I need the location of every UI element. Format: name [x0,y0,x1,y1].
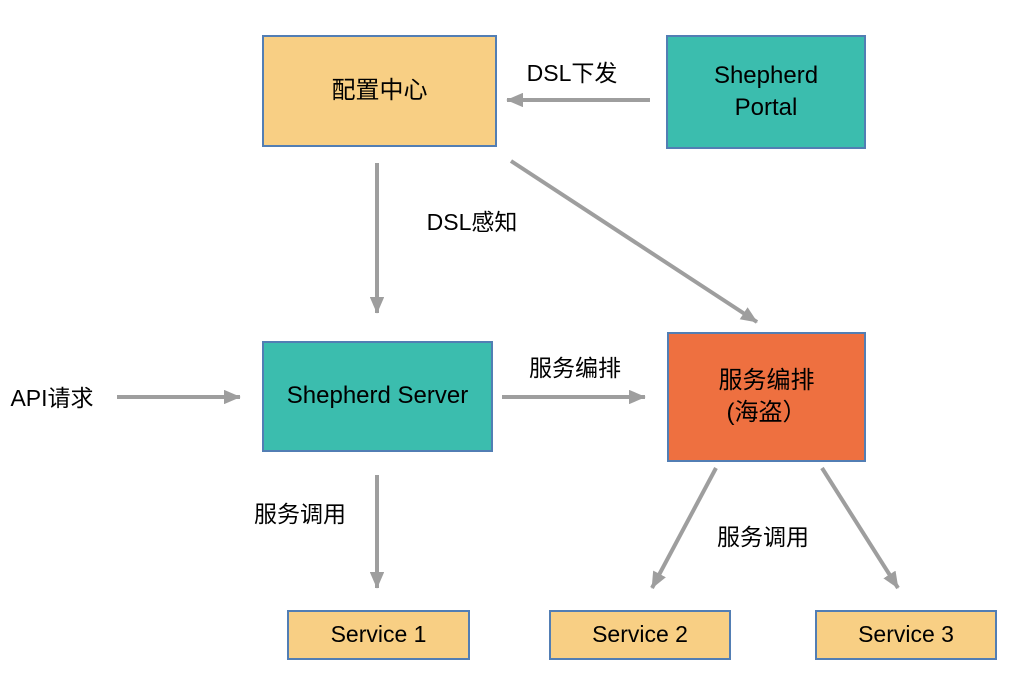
node-shepherd-server-label: Shepherd Server [286,382,469,410]
node-service-3: Service 3 [815,610,997,660]
node-service-1-label: Service 1 [330,621,427,648]
edge-label-dsl-deploy: DSL下发 [526,60,618,86]
node-shepherd-portal-label-line1: Shepherd [713,61,819,89]
arrow-config-to-orchestration [509,159,759,324]
arrow-service-call-2 [650,467,718,589]
edge-label-dsl-sense: DSL感知 [426,209,518,235]
node-service-2-label: Service 2 [592,621,688,648]
edge-label-service-call-right: 服务调用 [717,524,809,550]
node-shepherd-portal: Shepherd Portal [666,35,866,149]
edge-label-api-request: API请求 [10,385,94,411]
node-shepherd-server: Shepherd Server [262,341,493,452]
node-service-2: Service 2 [549,610,731,660]
node-service-orchestration-label-line2: (海盗） [726,399,807,426]
node-config-center: 配置中心 [262,35,497,147]
edge-label-service-call-left: 服务调用 [254,501,346,527]
node-service-1: Service 1 [287,610,470,660]
arrow-service-call-3 [820,466,900,590]
node-service-3-label: Service 3 [858,621,954,648]
node-service-orchestration: 服务编排 (海盗） [667,332,866,462]
node-config-center-label: 配置中心 [331,76,428,104]
node-service-orchestration-label-line1: 服务编排 [718,366,815,394]
node-shepherd-portal-label-line2: Portal [734,94,798,121]
edge-label-orchestration: 服务编排 [529,355,621,381]
